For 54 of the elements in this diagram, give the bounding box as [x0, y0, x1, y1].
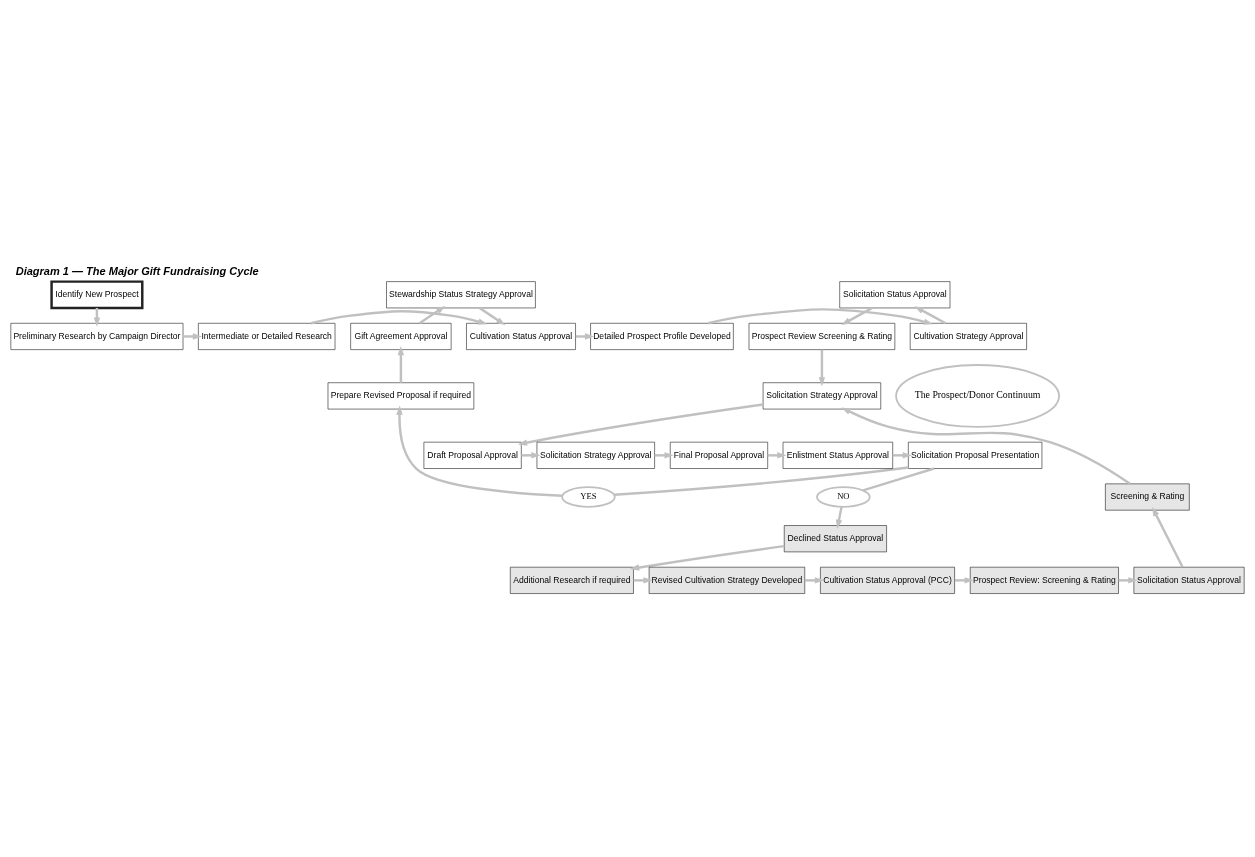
node-box: Additional Research if required: [510, 566, 634, 594]
node-box: Declined Status Approval: [783, 524, 887, 552]
node-box: Identify New Prospect: [50, 279, 144, 309]
node-box: Enlistment Status Approval: [782, 441, 893, 469]
arrow: [1118, 576, 1138, 584]
arrow: [835, 506, 843, 529]
node-box: Solicitation Strategy Approval: [762, 381, 882, 409]
node-ellipse: The Prospect/Donor Continuum: [895, 363, 1060, 428]
node-ellipse: NO: [816, 485, 871, 508]
node-box: Cultivation Strategy Approval: [909, 322, 1027, 350]
node-box: Preliminary Research by Campaign Director: [10, 322, 184, 350]
arrow: [397, 345, 405, 383]
arrow: [892, 451, 912, 459]
node-box: Solicitation Proposal Presentation: [908, 441, 1043, 469]
arrow: [478, 306, 506, 325]
arrow: [1152, 506, 1184, 567]
node-box: Cultivation Status Approval (PCC): [820, 566, 955, 594]
arrow: [396, 405, 563, 497]
connector: [614, 465, 909, 496]
node-box: Gift Agreement Approval: [350, 322, 452, 350]
arrow: [804, 576, 825, 584]
node-box: Solicitation Status Approval: [1133, 566, 1245, 594]
node-box: Prepare Revised Proposal if required: [327, 381, 475, 409]
node-box: Revised Cultivation Strategy Developed: [648, 566, 806, 594]
arrow: [954, 576, 974, 584]
arrow: [517, 402, 763, 446]
arrow: [629, 544, 785, 571]
arrow: [914, 305, 947, 324]
arrow: [183, 332, 203, 340]
node-box: Stewardship Status Strategy Approval: [386, 280, 536, 308]
node-box: Final Proposal Approval: [669, 441, 768, 469]
arrow: [310, 309, 488, 325]
node-box: Draft Proposal Approval: [423, 441, 522, 469]
arrow: [654, 451, 674, 459]
arrow: [575, 332, 595, 340]
diagram-title: Diagram 1 — The Major Gift Fundraising Cycle: [15, 264, 259, 277]
node-box: Solicitation Status Approval: [839, 280, 951, 308]
arrow: [418, 305, 446, 324]
node-box: Prospect Review Screening & Rating: [748, 322, 896, 350]
arrow: [707, 307, 934, 325]
node-box: Cultivation Status Approval: [466, 322, 576, 350]
arrow: [633, 576, 653, 584]
node-box: Intermediate or Detailed Research: [198, 322, 336, 350]
arrow: [521, 451, 541, 459]
arrow: [841, 306, 873, 325]
node-box: Solicitation Strategy Approval: [536, 441, 655, 469]
connector: [862, 466, 935, 492]
node-box: Screening & Rating: [1105, 483, 1190, 510]
arrow: [767, 451, 787, 459]
arrow: [818, 349, 826, 386]
node-box: Detailed Prospect Profile Developed: [590, 322, 734, 350]
arrow: [841, 407, 1131, 485]
node-box: Prospect Review: Screening & Rating: [969, 566, 1119, 594]
node-ellipse: YES: [561, 485, 616, 508]
